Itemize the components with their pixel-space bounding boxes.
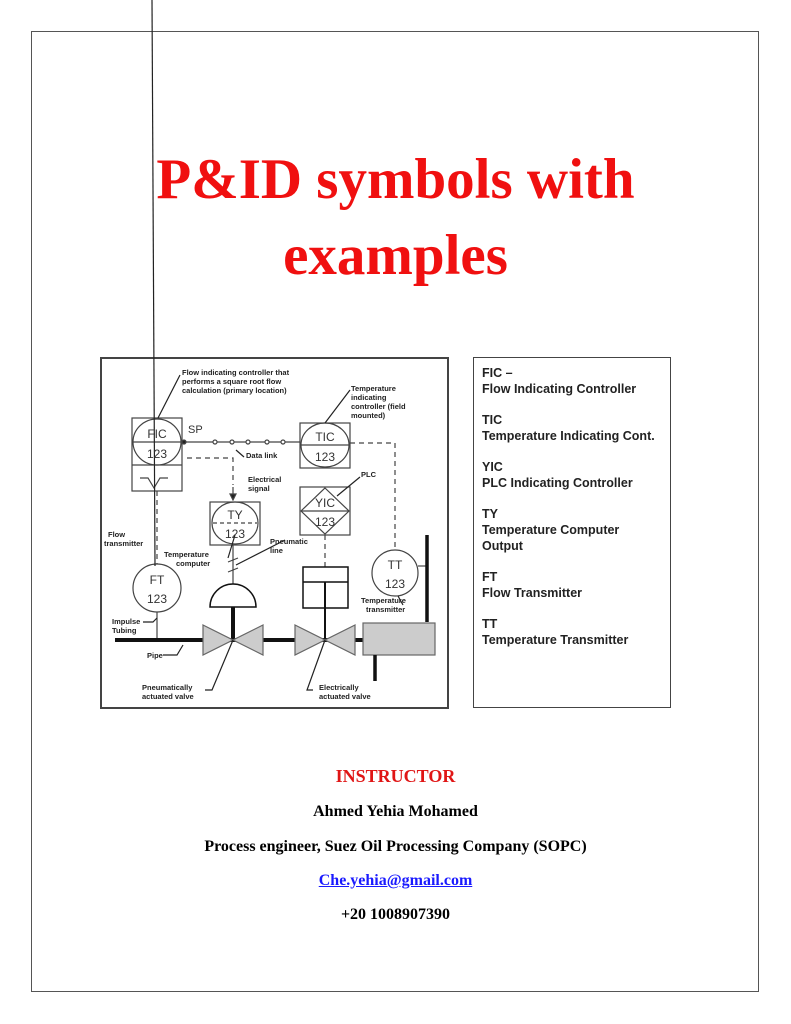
temp-computer-1: Temperature: [164, 550, 209, 559]
document-title: P&ID symbols with examples: [0, 142, 791, 294]
ty-symbol: [209, 501, 261, 546]
legend-entry-ft: FT Flow Transmitter: [482, 569, 670, 601]
ft-tag: FT: [150, 573, 165, 587]
pneumatic-valve-1: Pneumatically: [142, 683, 193, 692]
fic-desc-3: calculation (primary location): [182, 386, 287, 395]
vessel: [362, 535, 436, 681]
tic-desc-2: indicating: [351, 393, 387, 402]
flow-transmitter-1: Flow: [108, 530, 125, 539]
legend-desc: Flow Indicating Controller: [482, 382, 637, 396]
legend-code: YIC: [482, 460, 503, 474]
legend-code: TIC: [482, 413, 503, 427]
tic-desc-4: mounted): [351, 411, 386, 420]
legend-desc: Temperature Transmitter: [482, 633, 629, 647]
legend-box: FIC – Flow Indicating Controller TIC Tem…: [473, 357, 671, 708]
tt-number: 123: [385, 577, 405, 591]
pneumatic-line-1: Pneumatic: [270, 537, 308, 546]
legend-code: TT: [482, 617, 498, 631]
pneumatic-line-2: line: [270, 546, 283, 555]
pneumatic-valve: [202, 583, 264, 656]
tic-number: 123: [315, 450, 335, 464]
impulse-tubing-2: Tubing: [112, 626, 137, 635]
data-link-label: Data link: [246, 451, 278, 460]
legend-desc: Flow Transmitter: [482, 586, 583, 600]
pipe-label: Pipe: [147, 651, 163, 660]
fic-desc-2: performs a square root flow: [182, 377, 281, 386]
yic-tag: YIC: [315, 496, 335, 510]
instructor-email-link[interactable]: Che.yehia@gmail.com: [318, 872, 473, 889]
yic-symbol: [299, 486, 351, 536]
instructor-heading: INSTRUCTOR: [335, 766, 456, 786]
diagram-border: [100, 357, 449, 709]
tt-symbol: [371, 549, 419, 597]
temp-transmitter-2: transmitter: [366, 605, 405, 614]
title-line-1: P&ID symbols with: [156, 148, 635, 211]
impulse-tubing-1: Impulse: [112, 617, 140, 626]
fic-desc-1: Flow indicating controller that: [182, 368, 290, 377]
temp-computer-2: computer: [176, 559, 210, 568]
legend-code: FT: [482, 570, 498, 584]
electrical-signal-2: signal: [248, 484, 270, 493]
ft-number: 123: [147, 592, 167, 606]
instructor-name: Ahmed Yehia Mohamed: [313, 803, 478, 820]
tic-desc-3: controller (field: [351, 402, 406, 411]
page-border: [31, 31, 759, 992]
legend-entry-fic: FIC – Flow Indicating Controller: [482, 365, 670, 397]
leader-lines: [143, 0, 404, 691]
tic-desc-1: Temperature: [351, 384, 396, 393]
flow-transmitter-2: transmitter: [104, 539, 143, 548]
electric-valve-1: Electrically: [319, 683, 359, 692]
legend-entry-tic: TIC Temperature Indicating Cont.: [482, 412, 670, 444]
legend-code: FIC –: [482, 366, 513, 380]
signal-lines: [156, 442, 396, 567]
tic-tag: TIC: [315, 430, 335, 444]
legend-desc: Output: [482, 539, 523, 553]
legend-desc: PLC Indicating Controller: [482, 476, 633, 490]
legend-desc: Temperature Indicating Cont.: [482, 429, 655, 443]
electric-valve-2: actuated valve: [319, 692, 371, 701]
pneumatic-valve-2: actuated valve: [142, 692, 194, 701]
temp-transmitter-1: Temperature: [361, 596, 406, 605]
electrical-signal-1: Electrical: [248, 475, 281, 484]
instructor-phone: +20 1008907390: [340, 906, 451, 923]
legend-entry-tt: TT Temperature Transmitter: [482, 616, 670, 648]
tt-tag: TT: [388, 558, 403, 572]
yic-number: 123: [315, 515, 335, 529]
legend-entry-yic: YIC PLC Indicating Controller: [482, 459, 670, 491]
plc-label: PLC: [361, 470, 377, 479]
instructor-role: Process engineer, Suez Oil Processing Co…: [204, 838, 587, 855]
ty-number: 123: [225, 527, 245, 541]
legend-code: TY: [482, 507, 498, 521]
sp-label: SP: [188, 424, 203, 436]
ty-tag: TY: [227, 508, 242, 522]
legend-entry-ty: TY Temperature Computer Output: [482, 506, 670, 554]
fic-number: 123: [147, 447, 167, 461]
legend-desc: Temperature Computer: [482, 523, 620, 537]
fic-tag: FIC: [147, 427, 167, 441]
title-line-2: examples: [283, 224, 508, 287]
